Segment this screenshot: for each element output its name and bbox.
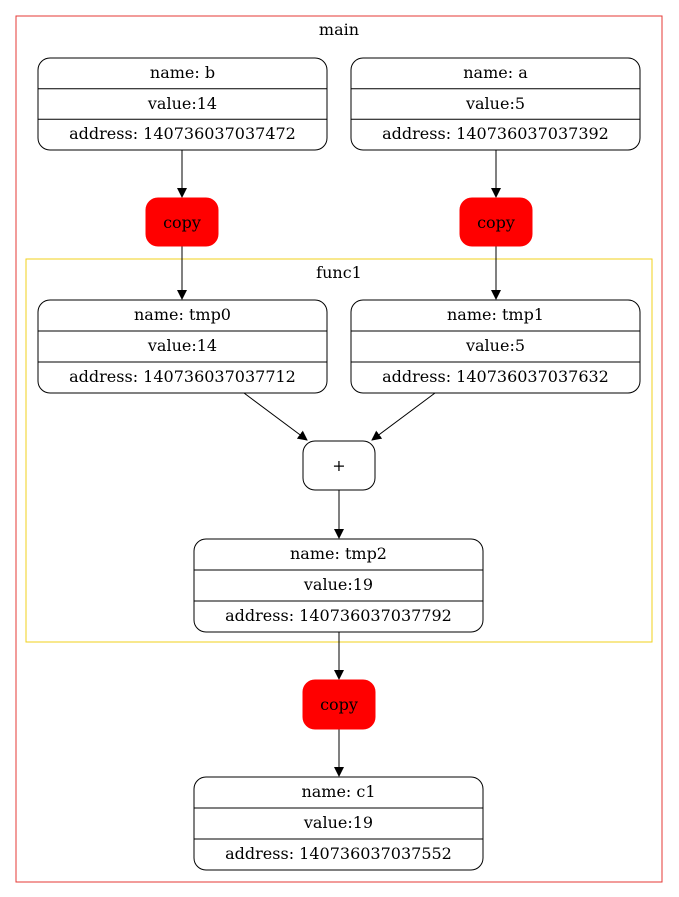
copy-op-a-label: copy — [477, 213, 515, 232]
node-a-value: value:5 — [465, 94, 525, 113]
copy-op-node-c1: copy — [302, 679, 376, 730]
node-tmp2-border — [193, 538, 484, 633]
node-b-value: value:14 — [147, 94, 217, 113]
plus-op-node: + — [302, 440, 376, 491]
edge-tmp0-to-plus — [243, 392, 308, 441]
node-tmp2-address: address: 140736037037792 — [225, 606, 452, 625]
node-b-border — [37, 57, 328, 151]
edges — [177, 150, 501, 777]
node-tmp1-border — [350, 299, 641, 394]
node-tmp0-border — [37, 299, 328, 394]
node-b-name: name: b — [150, 63, 215, 82]
node-tmp2-value: value:19 — [303, 575, 373, 594]
node-a-name: name: a — [463, 63, 528, 82]
cluster-func1-label: func1 — [316, 263, 362, 282]
node-tmp1-value: value:5 — [465, 336, 525, 355]
copy-op-a-shape — [459, 197, 533, 247]
cluster-main-border — [15, 15, 663, 883]
node-c1-border — [193, 776, 484, 871]
variable-node-tmp1: name: tmp1 value:5 address: 140736037037… — [350, 299, 641, 394]
node-tmp2-name: name: tmp2 — [290, 544, 387, 563]
copy-op-c1-label: copy — [320, 695, 358, 714]
node-tmp0-address: address: 140736037037712 — [69, 367, 296, 386]
variable-node-tmp0: name: tmp0 value:14 address: 14073603703… — [37, 299, 328, 394]
plus-op-label: + — [332, 456, 345, 475]
cluster-main-label: main — [319, 20, 359, 39]
edge-tmp1-to-plus — [371, 392, 436, 441]
node-c1-value: value:19 — [303, 813, 373, 832]
variable-node-tmp2: name: tmp2 value:19 address: 14073603703… — [193, 538, 484, 633]
node-tmp0-name: name: tmp0 — [134, 305, 231, 324]
copy-op-c1-shape — [302, 679, 376, 730]
variable-node-c1: name: c1 value:19 address: 1407360370375… — [193, 776, 484, 871]
node-a-border — [350, 57, 641, 151]
copy-op-node-a: copy — [459, 197, 533, 247]
copy-op-b-label: copy — [163, 213, 201, 232]
cluster-main: main — [15, 15, 663, 883]
node-tmp1-address: address: 140736037037632 — [382, 367, 609, 386]
variable-node-a: name: a value:5 address: 140736037037392 — [350, 57, 641, 151]
plus-op-shape — [302, 440, 376, 491]
copy-op-b-shape — [145, 197, 219, 247]
node-tmp0-value: value:14 — [147, 336, 217, 355]
node-c1-name: name: c1 — [301, 782, 375, 801]
node-b-address: address: 140736037037472 — [69, 124, 296, 143]
variable-node-b: name: b value:14 address: 14073603703747… — [37, 57, 328, 151]
node-tmp1-name: name: tmp1 — [447, 305, 544, 324]
node-a-address: address: 140736037037392 — [382, 124, 609, 143]
copy-op-node-b: copy — [145, 197, 219, 247]
node-c1-address: address: 140736037037552 — [225, 844, 452, 863]
